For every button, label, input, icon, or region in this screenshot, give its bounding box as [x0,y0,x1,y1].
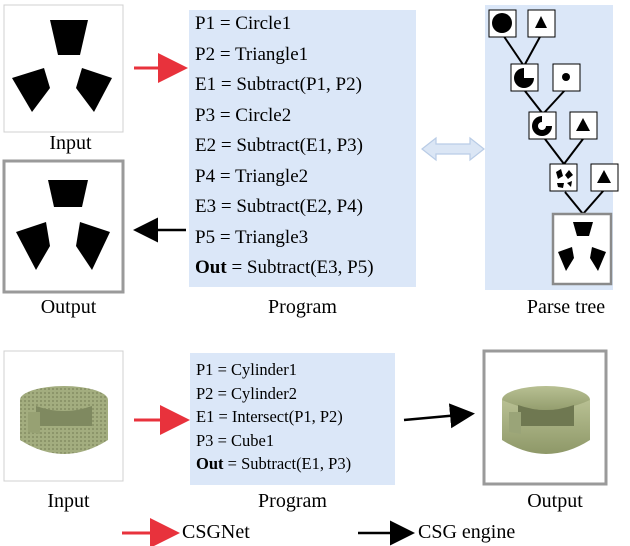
program-line-lhs: Out [196,454,224,473]
program-line-eq: = [215,43,235,65]
program-line-lhs: P4 [195,165,216,187]
program-line: P2 = Cylinder2 [196,384,297,404]
program-line: P3 = Circle2 [195,105,291,127]
program-line-lhs: Out [195,257,227,278]
program-line-rhs: Subtract(E2, P4) [236,196,363,217]
program-line: P1 = Circle1 [195,13,291,35]
program-line-eq: = [226,257,247,278]
parse-tree-caption: Parse tree [526,296,606,318]
program-line-rhs: Subtract(E1, P3) [236,135,363,156]
program-line-eq: = [215,165,235,187]
program-line-rhs: Triangle2 [234,165,309,187]
program-line: P2 = Triangle1 [195,44,308,66]
top-program-caption: Program [268,296,337,318]
top-output-caption: Output [40,296,97,318]
program-line-eq: = [215,13,236,34]
program-line-rhs: Triangle1 [234,43,309,65]
program-line: P1 = Cylinder1 [196,360,297,380]
program-line-rhs: Subtract(E3, P5) [246,257,374,278]
program-line: P5 = Triangle3 [195,227,308,249]
program-line: P4 = Triangle2 [195,166,308,188]
program-line-lhs: P1 [196,360,214,379]
program-line-lhs: P3 [195,104,216,126]
program-line: E1 = Subtract(P1, P2) [195,74,362,96]
program-line-eq: = [215,104,236,126]
program-line-eq: = [216,135,237,156]
program-line-lhs: E3 [195,196,217,217]
program-line-rhs: Triangle3 [234,226,309,248]
program-line: E3 = Subtract(E2, P4) [195,196,363,218]
program-line-eq: = [213,383,231,403]
program-line-eq: = [215,226,235,248]
bottom-engine-arrow [403,403,475,429]
program-line-rhs: Subtract(E1, P3) [241,454,352,473]
program-line: E1 = Intersect(P1, P2) [196,407,343,427]
program-line-lhs: P3 [196,430,214,450]
legend-csgnet-label: CSGNet [182,521,250,543]
bottom-output-sofa [502,386,590,454]
program-line-eq: = [213,430,231,450]
program-line-eq: = [216,196,237,217]
program-tree-double-arrow [421,136,485,162]
legend-engine-label: CSG engine [418,521,516,543]
program-line-lhs: E2 [195,135,217,156]
program-line-rhs: Cylinder1 [231,360,297,379]
parse-tree [488,9,619,286]
top-input-shape [12,20,112,112]
program-line-lhs: P1 [195,13,216,34]
program-line-eq: = [214,407,232,426]
program-line-lhs: E1 [195,74,217,95]
program-line-rhs: Circle2 [235,104,292,126]
bottom-input-caption: Input [47,490,90,512]
program-line-rhs: Circle1 [235,13,292,34]
program-line-lhs: P5 [195,226,216,248]
program-line-lhs: P2 [196,383,214,403]
program-line-rhs: Cube1 [231,430,275,450]
program-line-eq: = [223,454,242,473]
bottom-program-caption: Program [258,490,327,512]
program-line-eq: = [213,360,231,379]
top-output-shape [16,180,110,270]
program-line: E2 = Subtract(E1, P3) [195,135,363,157]
bottom-input-sofa [20,386,108,454]
top-input-caption: Input [49,132,92,154]
program-line: P3 = Cube1 [196,431,274,451]
program-line-rhs: Cylinder2 [231,383,297,403]
program-line-rhs: Subtract(P1, P2) [236,74,362,95]
program-line: Out = Subtract(E1, P3) [196,454,351,474]
program-line-rhs: Intersect(P1, P2) [231,407,343,426]
program-line: Out = Subtract(E3, P5) [195,257,374,279]
program-line-eq: = [216,74,237,95]
program-line-lhs: P2 [195,43,216,65]
program-line-lhs: E1 [196,407,215,426]
bottom-output-caption: Output [527,490,583,512]
